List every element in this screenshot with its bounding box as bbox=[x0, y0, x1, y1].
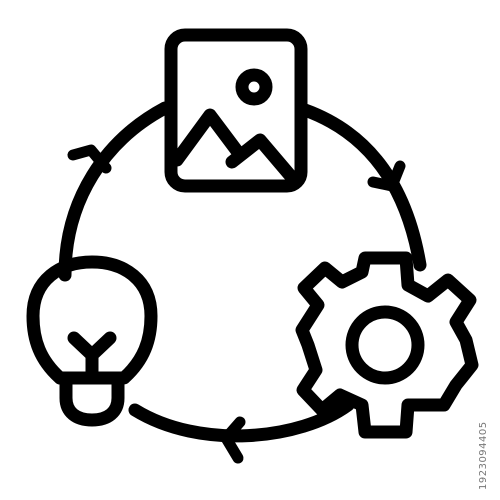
gear-center bbox=[345, 305, 425, 385]
image-frame bbox=[164, 28, 308, 193]
arrowhead-right bbox=[367, 160, 406, 192]
cycle-arrows-icon bbox=[58, 101, 427, 464]
gear-outline bbox=[295, 251, 479, 439]
gear-icon bbox=[295, 251, 479, 439]
lightbulb-base bbox=[59, 371, 125, 427]
arrowhead-bottom bbox=[220, 416, 246, 464]
lightbulb-icon bbox=[26, 255, 158, 427]
image-mountains bbox=[170, 108, 301, 187]
image-icon bbox=[164, 28, 308, 193]
cycle-arc-bulb-to-image bbox=[58, 101, 172, 282]
cycle-arc-gear-to-bulb bbox=[128, 398, 355, 443]
stock-id-watermark: 1923094405 bbox=[478, 421, 489, 490]
cycle-arc-image-to-gear bbox=[298, 103, 427, 272]
arrowhead-left bbox=[67, 144, 112, 174]
lightbulb-glass bbox=[26, 255, 158, 385]
image-sun bbox=[235, 68, 273, 106]
